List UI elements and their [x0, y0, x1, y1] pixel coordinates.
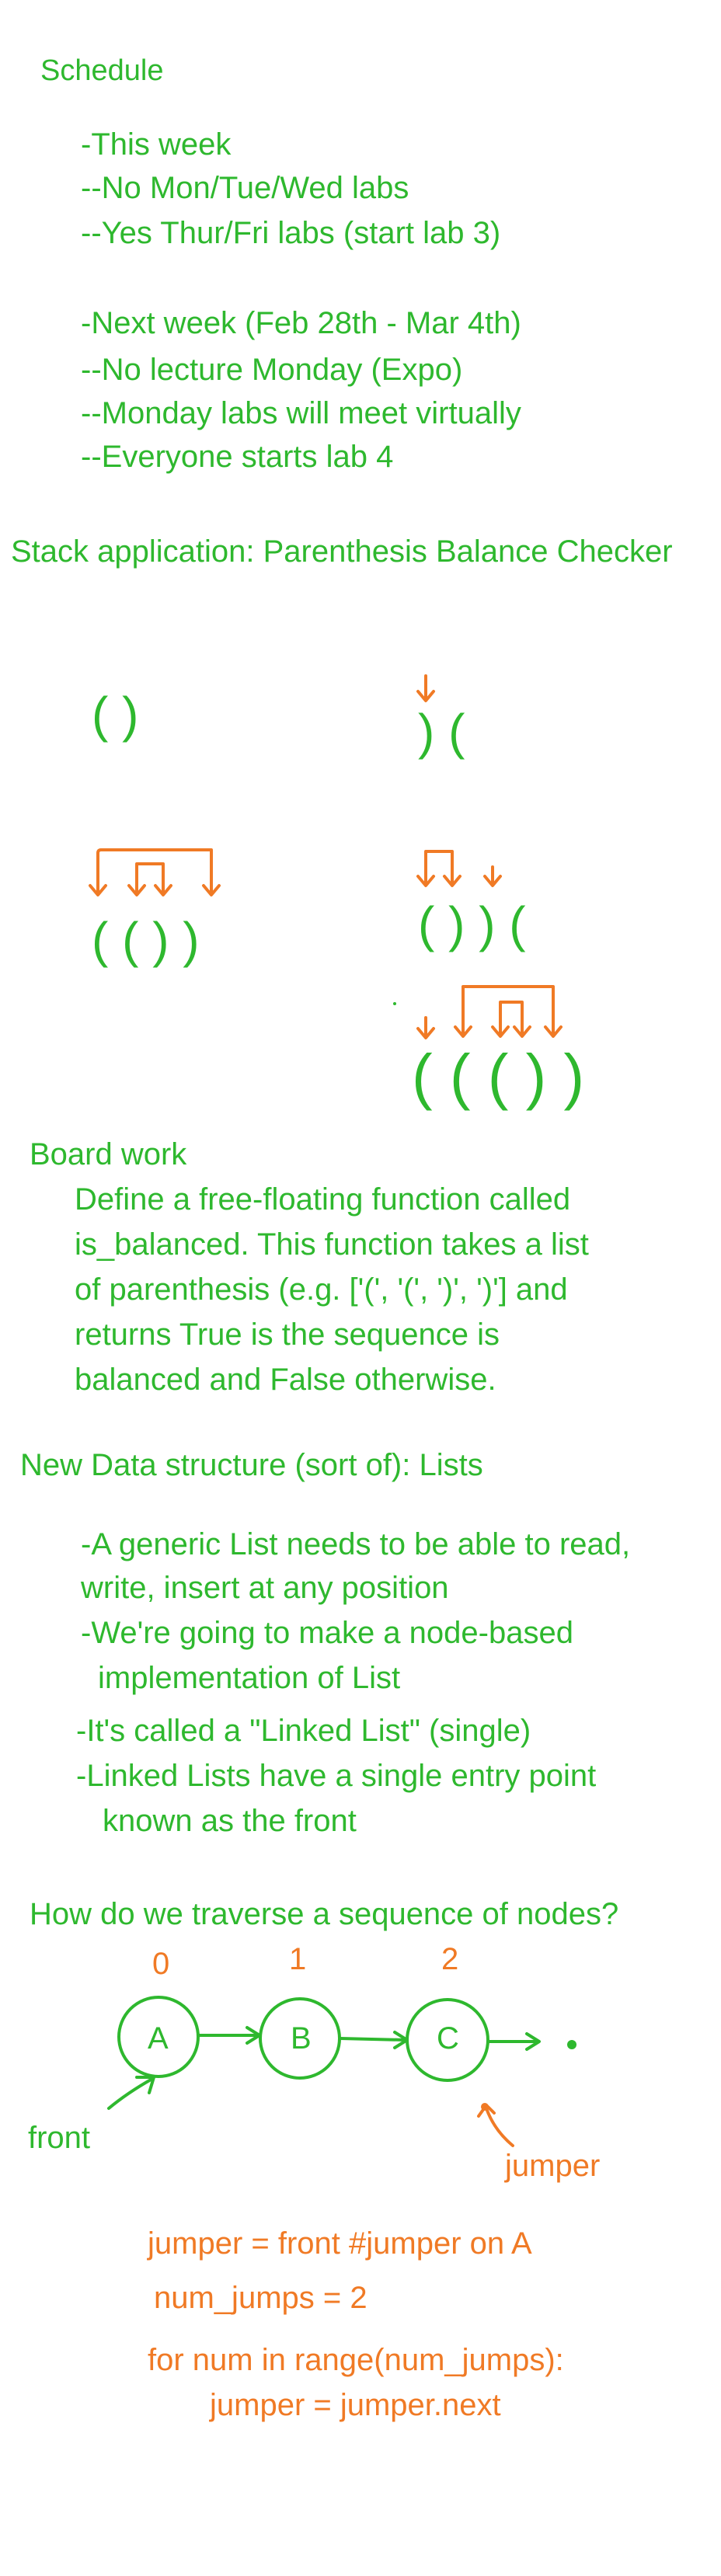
board-work-line: returns True is the sequence is: [75, 1318, 500, 1352]
match-arrows-example-4: [416, 850, 502, 887]
schedule-title: Schedule: [40, 54, 164, 87]
node-index-2: 2: [441, 1942, 459, 1976]
paren-example-extra-close: ( ) ) (: [418, 896, 526, 952]
jumper-pointer-arrow: [477, 2103, 514, 2147]
schedule-no-mon-labs: --No Mon/Tue/Wed labs: [81, 171, 409, 205]
lists-line: known as the front: [103, 1804, 357, 1838]
code-line-1: jumper = front #jumper on A: [148, 2226, 532, 2261]
node-circle-c: [406, 1998, 489, 2082]
schedule-lab4: --Everyone starts lab 4: [81, 440, 394, 474]
front-pointer-arrow: [107, 2076, 155, 2110]
lists-line: -A generic List needs to be able to read…: [81, 1527, 631, 1561]
schedule-monday-virtual: --Monday labs will meet virtually: [81, 396, 521, 430]
code-line-4: jumper = jumper.next: [210, 2388, 501, 2422]
jumper-label: jumper: [505, 2149, 601, 2183]
schedule-next-week: -Next week (Feb 28th - Mar 4th): [81, 306, 521, 340]
paren-example-balanced: ( ): [92, 687, 139, 743]
node-label-b: B: [291, 2021, 312, 2056]
board-work-line: Define a free-floating function called: [75, 1182, 571, 1217]
traverse-question: How do we traverse a sequence of nodes?: [30, 1897, 619, 1931]
stack-pointer-arrow: [416, 674, 435, 702]
lists-line: -We're going to make a node-based: [81, 1616, 573, 1650]
node-circle-b: [259, 1997, 341, 2080]
lists-line: implementation of List: [98, 1661, 401, 1695]
lists-line: -It's called a "Linked List" (single): [76, 1714, 531, 1748]
lists-line: write, insert at any position: [81, 1571, 449, 1605]
next-arrow-c-to-null: [486, 2032, 541, 2051]
schedule-yes-thur-labs: --Yes Thur/Fri labs (start lab 3): [81, 216, 501, 250]
node-circle-a: [117, 1996, 200, 2078]
node-label-c: C: [437, 2021, 459, 2056]
match-arrows-example-5: [416, 985, 563, 1039]
code-line-3: for num in range(num_jumps):: [148, 2343, 564, 2377]
paren-example-unbalanced: ) (: [418, 704, 465, 760]
board-work-line: of parenthesis (e.g. ['(', '(', ')', ')'…: [75, 1272, 568, 1307]
board-work-line: balanced and False otherwise.: [75, 1363, 496, 1397]
lists-title: New Data structure (sort of): Lists: [20, 1448, 483, 1482]
paren-example-nested: ( ( ) ): [92, 912, 200, 968]
schedule-no-lecture: --No lecture Monday (Expo): [81, 353, 463, 387]
schedule-this-week: -This week: [81, 127, 232, 162]
match-arrows-example-3: [89, 848, 221, 896]
next-arrow-b-to-c: [339, 2031, 409, 2049]
node-label-a: A: [148, 2021, 169, 2056]
next-arrow-a-to-b: [197, 2026, 261, 2045]
node-index-0: 0: [152, 1947, 170, 1981]
stack-app-title: Stack application: Parenthesis Balance C…: [11, 534, 673, 569]
node-index-1: 1: [289, 1942, 307, 1976]
lists-line: -Linked Lists have a single entry point: [76, 1759, 597, 1793]
stray-mark: [393, 1002, 396, 1005]
board-work-line: is_balanced. This function takes a list: [75, 1227, 589, 1262]
paren-example-extra-open: ( ( ( ) ): [412, 1042, 585, 1111]
front-label: front: [28, 2121, 91, 2155]
null-terminator-dot: [567, 2040, 576, 2049]
board-work-title: Board work: [30, 1137, 187, 1171]
code-line-2: num_jumps = 2: [154, 2281, 367, 2315]
